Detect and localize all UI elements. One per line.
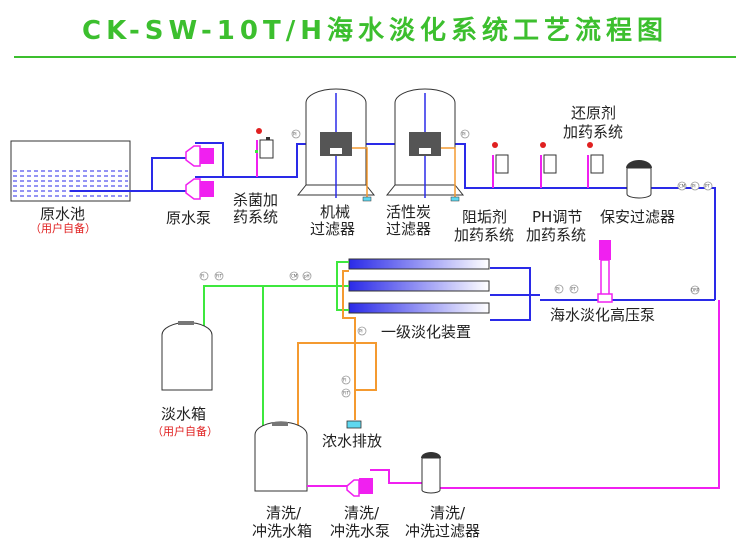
- raw-water-pump-2[interactable]: [185, 178, 214, 200]
- ro-feed-pipe: [490, 267, 540, 321]
- carbon-filter-label-1: 活性炭: [386, 203, 431, 221]
- sterilize-label-1: 杀菌加: [233, 191, 278, 209]
- raw-water-pump-1[interactable]: [185, 145, 214, 167]
- ph-dosing-unit[interactable]: [540, 142, 557, 188]
- fresh-tank-label: 淡水箱: [161, 405, 206, 423]
- pressure-indicator-2: PI: [460, 129, 470, 139]
- raw-pool-label: 原水池: [40, 205, 85, 223]
- security-filter[interactable]: [626, 160, 652, 199]
- fresh-tank-note: （用户自备）: [152, 424, 218, 438]
- clean-filter-label-1: 清洗/: [430, 504, 466, 522]
- mech-filter-label-2: 过滤器: [310, 220, 355, 238]
- ph-label-2: 加药系统: [526, 226, 586, 244]
- svg-text:FIT: FIT: [216, 274, 222, 279]
- reducer-label-1: 还原剂: [571, 104, 616, 122]
- instrument-fi-1: FI: [199, 271, 209, 281]
- cleaning-pipe: [307, 300, 720, 489]
- instrument-fit-1: FIT: [214, 271, 224, 281]
- clean-pump-label-1: 清洗/: [344, 504, 380, 522]
- hp-pump-label: 海水淡化高压泵: [550, 306, 655, 324]
- security-filter-label: 保安过滤器: [600, 208, 675, 226]
- ro-unit-label: 一级淡化装置: [381, 323, 471, 341]
- raw-pool-note: （用户自备）: [30, 221, 96, 235]
- sterilize-label-2: 药系统: [233, 208, 278, 226]
- instrument-orp: ORP: [690, 285, 700, 295]
- fresh-water-tank[interactable]: [161, 321, 213, 391]
- ph-label-1: PH调节: [532, 208, 582, 226]
- svg-text:FI: FI: [201, 274, 204, 279]
- clean-pump-label-2: 冲洗水泵: [330, 522, 390, 540]
- antiscalant-label-1: 阻垢剂: [462, 208, 507, 226]
- svg-text:PI: PI: [556, 287, 560, 292]
- svg-text:PI: PI: [462, 132, 466, 137]
- svg-text:ORP: ORP: [691, 288, 700, 293]
- clean-filter-label-2: 冲洗过滤器: [405, 522, 480, 540]
- svg-text:PT: PT: [571, 287, 576, 292]
- svg-text:PI: PI: [692, 184, 696, 189]
- carbon-filter-label-2: 过滤器: [386, 220, 431, 238]
- reducer-label-2: 加药系统: [563, 123, 623, 141]
- svg-text:CM: CM: [291, 274, 298, 279]
- instrument-pi-4: PI: [554, 284, 564, 294]
- ro-membrane-2[interactable]: [348, 280, 490, 292]
- activated-carbon-filter[interactable]: [385, 88, 465, 202]
- antiscalant-label-2: 加药系统: [454, 226, 514, 244]
- concentrate-pipe: [297, 270, 377, 430]
- instrument-pt-1: PT: [703, 181, 713, 191]
- mech-filter-label-1: 机械: [320, 203, 350, 221]
- instrument-ph: pH: [302, 271, 312, 281]
- cleaning-tank[interactable]: [254, 421, 308, 492]
- instrument-fi-2: FI: [341, 375, 351, 385]
- cleaning-filter[interactable]: [421, 452, 441, 494]
- cleaning-pump[interactable]: [346, 478, 373, 497]
- svg-text:PI: PI: [359, 329, 363, 334]
- ro-membrane-3[interactable]: [348, 302, 490, 314]
- instrument-fit-2: FIT: [341, 388, 351, 398]
- pressure-indicator-1: PI: [291, 129, 301, 139]
- instrument-pi-3: PI: [690, 181, 700, 191]
- svg-text:CM: CM: [679, 184, 686, 189]
- raw-pump-label: 原水泵: [166, 209, 211, 227]
- clean-tank-label-2: 冲洗水箱: [252, 522, 312, 540]
- ro-membrane-1[interactable]: [348, 258, 490, 270]
- svg-text:FI: FI: [343, 378, 346, 383]
- antiscalant-dosing-unit[interactable]: [492, 142, 509, 188]
- mechanical-filter[interactable]: [296, 88, 376, 202]
- fresh-water-pipe: [203, 261, 349, 430]
- svg-text:PT: PT: [705, 184, 710, 189]
- reducer-dosing-unit[interactable]: [587, 142, 604, 188]
- instrument-cm-2: CM: [289, 271, 299, 281]
- svg-text:pH: pH: [304, 274, 310, 279]
- concentrate-drain-label: 浓水排放: [322, 432, 382, 450]
- instrument-pt-2: PT: [569, 284, 579, 294]
- sterilization-dosing-unit[interactable]: [255, 128, 274, 177]
- high-pressure-pump[interactable]: [597, 240, 613, 303]
- clean-tank-label-1: 清洗/: [266, 504, 302, 522]
- title-divider: [14, 56, 736, 58]
- instrument-cm-1: CM: [677, 181, 687, 191]
- instrument-pi-5: PI: [357, 326, 367, 336]
- concentrate-drain[interactable]: [346, 420, 362, 429]
- svg-text:PI: PI: [293, 132, 297, 137]
- svg-text:FIT: FIT: [343, 391, 349, 396]
- page-title: CK-SW-10T/H海水淡化系统工艺流程图: [82, 16, 668, 46]
